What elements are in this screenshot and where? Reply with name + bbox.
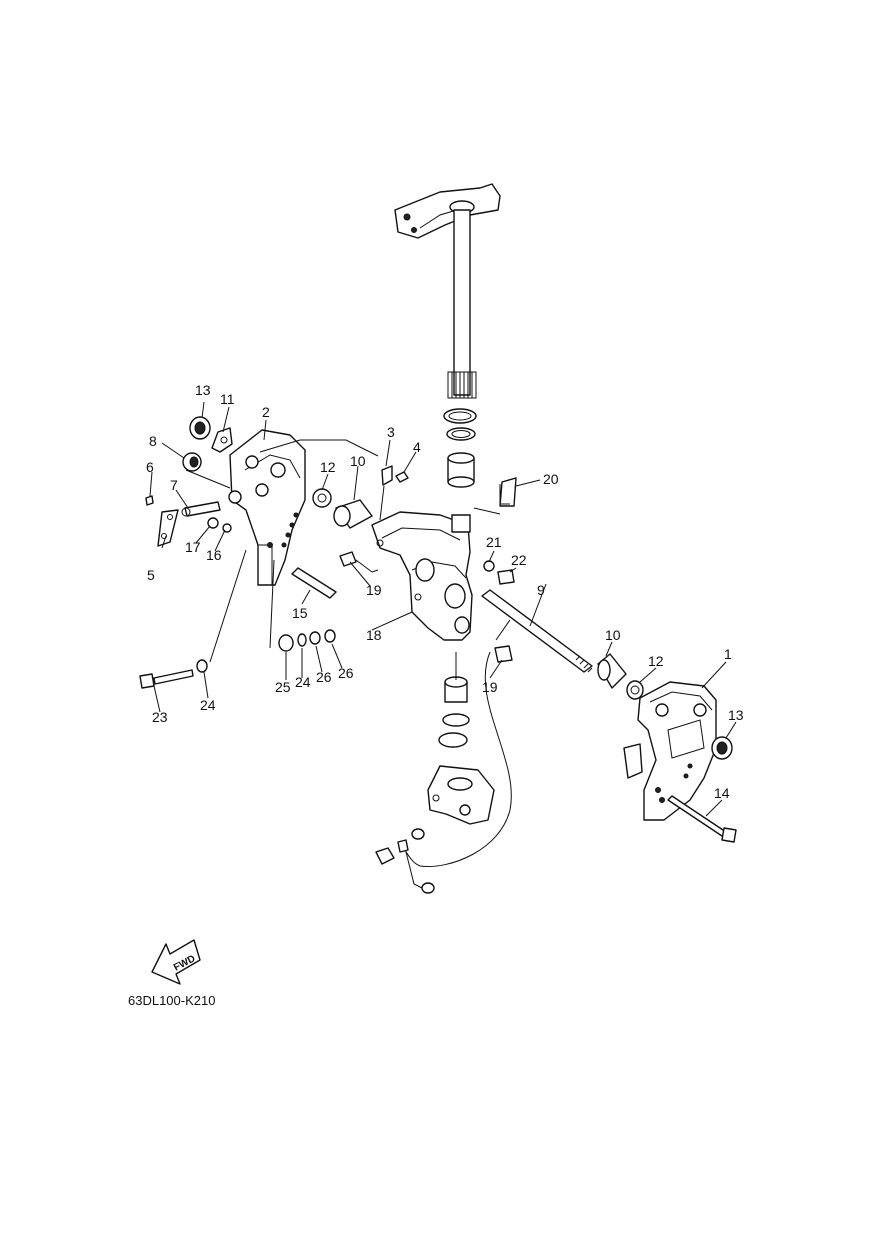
callout-13a: 13	[195, 382, 211, 398]
lower-bolt	[139, 629, 336, 689]
callout-21: 21	[486, 534, 502, 550]
callout-10a: 10	[350, 453, 366, 469]
callout-12b: 12	[648, 653, 664, 669]
pin	[291, 567, 337, 599]
tilt-tube	[481, 589, 593, 673]
lower-mount	[411, 676, 495, 840]
callout-26a: 26	[316, 669, 332, 685]
callout-6: 6	[146, 459, 154, 475]
callout-4: 4	[413, 439, 421, 455]
callout-13b: 13	[728, 707, 744, 723]
swivel-hardware	[312, 465, 517, 663]
callout-18: 18	[366, 627, 382, 643]
left-hardware	[145, 416, 242, 547]
leader-lines	[149, 401, 737, 817]
callout-15: 15	[292, 605, 308, 621]
callout-19b: 19	[482, 679, 498, 695]
callout-26b: 26	[338, 665, 354, 681]
callout-7: 7	[170, 477, 178, 493]
callout-22: 22	[511, 552, 527, 568]
diagram-code: 63DL100-K210	[128, 993, 215, 1008]
swivel-bracket	[371, 511, 473, 641]
callout-10b: 10	[605, 627, 621, 643]
shaft-washers	[443, 408, 477, 488]
right-clamp-bracket	[623, 681, 717, 821]
right-hardware	[597, 653, 737, 843]
callout-numbers: 13 11 2 8 6 7 5 17 16 3 4 12 10 20 21 22…	[146, 382, 744, 801]
callout-2: 2	[262, 404, 270, 420]
callout-5: 5	[147, 567, 155, 583]
callout-14: 14	[714, 785, 730, 801]
left-clamp-bracket	[229, 429, 306, 586]
callout-11: 11	[220, 391, 235, 407]
fwd-arrow-icon: FWD	[151, 939, 201, 985]
callout-17: 17	[185, 539, 201, 555]
callout-3: 3	[387, 424, 395, 440]
callout-8: 8	[149, 433, 157, 449]
callout-12a: 12	[320, 459, 336, 475]
callout-16: 16	[206, 547, 222, 563]
callout-24b: 24	[200, 697, 216, 713]
callout-23: 23	[152, 709, 168, 725]
callout-24a: 24	[295, 674, 311, 690]
callout-19a: 19	[366, 582, 382, 598]
callout-9: 9	[537, 582, 545, 598]
callout-25: 25	[275, 679, 291, 695]
ground-lead	[375, 651, 512, 894]
callout-1: 1	[724, 646, 732, 662]
callout-20: 20	[543, 471, 559, 487]
steering-arm-shaft	[394, 183, 501, 399]
